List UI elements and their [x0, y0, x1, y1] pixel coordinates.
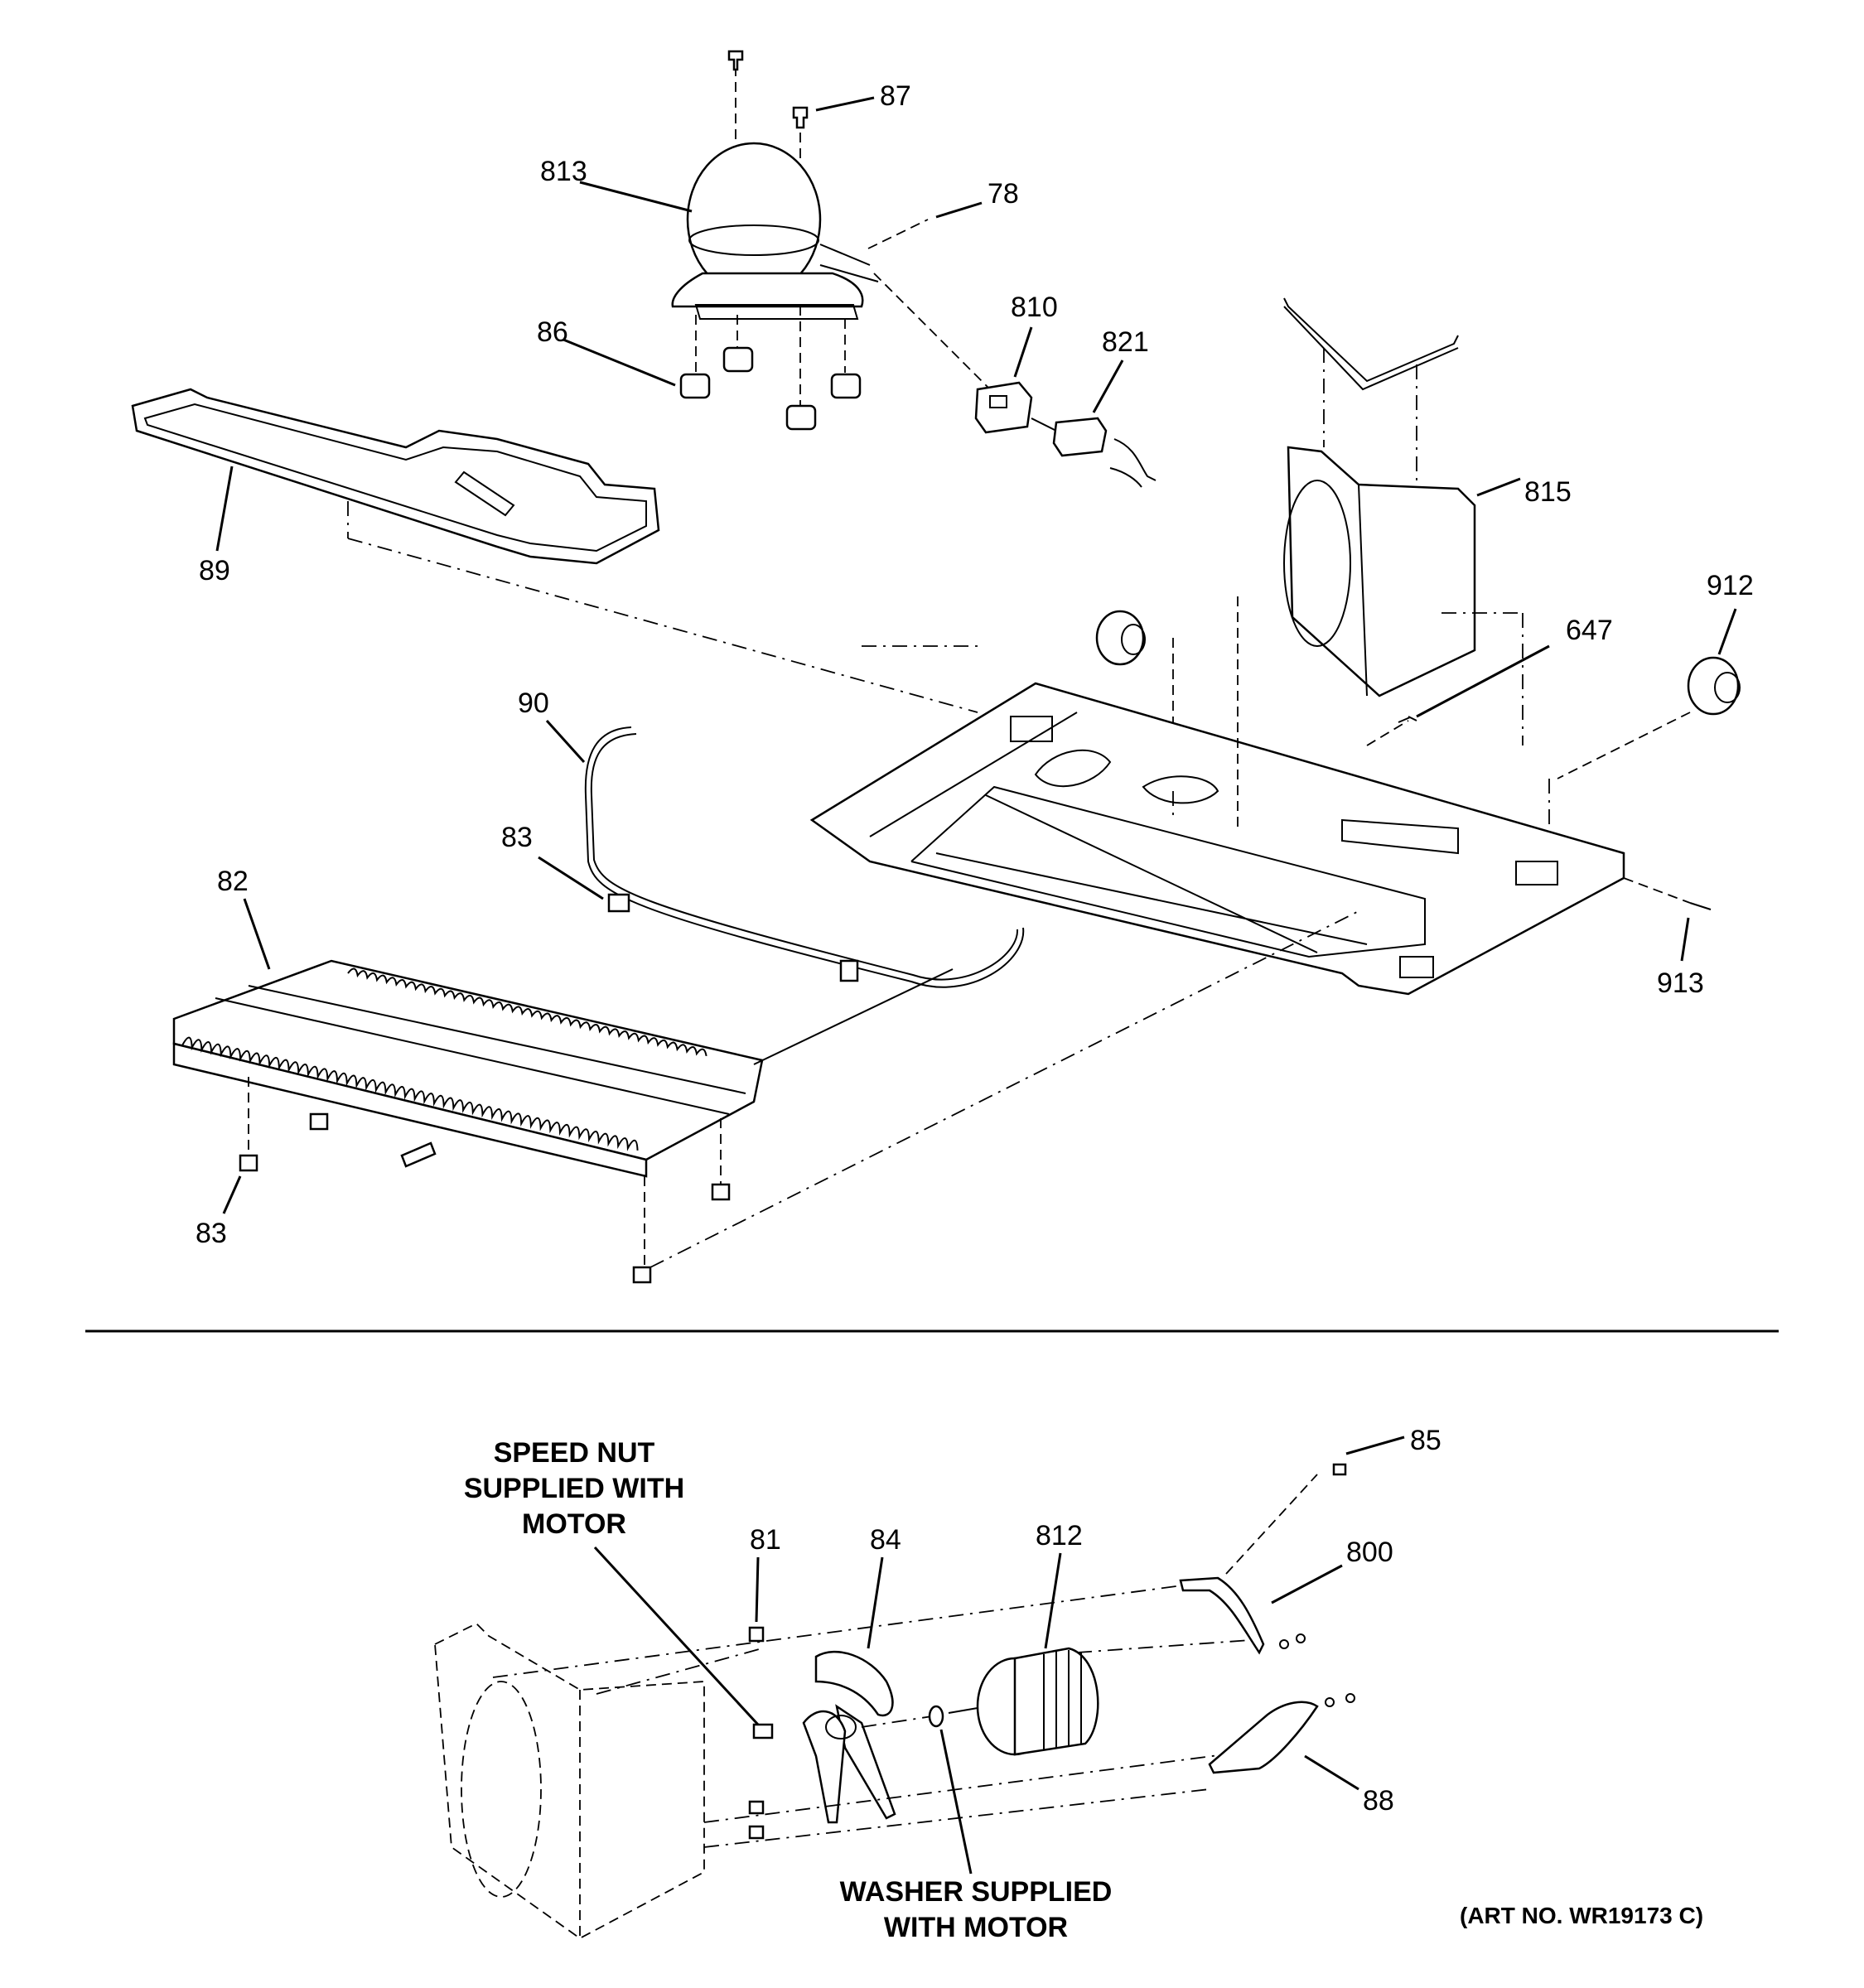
label-89: 89	[199, 555, 230, 586]
note-washer-line-2: WITH MOTOR	[884, 1912, 1068, 1943]
label-815: 815	[1524, 476, 1572, 508]
label-82: 82	[217, 866, 249, 897]
washer	[928, 1705, 944, 1728]
compressor	[671, 50, 991, 414]
label-87: 87	[880, 80, 911, 112]
part-labels-upper: 87 813 78 810 821 86 815 89 912 647 90 8…	[196, 80, 1754, 1249]
label-78: 78	[988, 178, 1019, 210]
label-813: 813	[540, 156, 587, 187]
evaporator	[172, 910, 1359, 1284]
speed-nut-parts	[703, 1626, 1277, 1848]
drain-pan	[131, 388, 978, 713]
label-800: 800	[1346, 1537, 1393, 1568]
motor-bracket-800	[1179, 1463, 1347, 1655]
label-913: 913	[1657, 967, 1704, 999]
label-83-lower: 83	[196, 1218, 227, 1249]
fan-shroud	[1283, 297, 1524, 746]
fan-motor	[948, 1639, 1252, 1756]
note-washer-line-1: WASHER SUPPLIED	[840, 1876, 1113, 1908]
label-88: 88	[1363, 1785, 1394, 1817]
part-labels-lower: 85 800 81 84 812 88	[750, 1425, 1441, 1817]
leader-lines-lower	[593, 1436, 1405, 1875]
label-810: 810	[1011, 292, 1058, 323]
leader-lines-upper	[215, 96, 1737, 1214]
label-90: 90	[518, 688, 549, 719]
label-81: 81	[750, 1524, 781, 1556]
screw-913	[1623, 877, 1712, 910]
motor-bracket-88	[1208, 1693, 1355, 1774]
label-85: 85	[1410, 1425, 1441, 1456]
note-speed-nut-line-1: SPEED NUT	[494, 1437, 655, 1469]
motor-covers	[1095, 610, 1741, 849]
note-speed-nut-line-2: SUPPLIED WITH	[464, 1473, 684, 1504]
label-647: 647	[1566, 615, 1613, 646]
defrost-heater	[584, 726, 1025, 988]
fan-shroud-lower	[434, 1585, 1177, 1940]
fan-blade	[802, 1650, 933, 1824]
relay-and-overload	[974, 381, 1157, 488]
label-812: 812	[1036, 1520, 1083, 1551]
note-washer: WASHER SUPPLIED WITH MOTOR	[840, 1876, 1113, 1943]
grommets	[679, 315, 862, 431]
label-912: 912	[1707, 570, 1754, 601]
base-plate	[809, 596, 1625, 996]
label-821: 821	[1102, 326, 1149, 358]
label-84: 84	[870, 1524, 901, 1556]
note-speed-nut: SPEED NUT SUPPLIED WITH MOTOR	[464, 1437, 684, 1540]
note-speed-nut-line-3: MOTOR	[522, 1508, 626, 1540]
label-83-upper: 83	[501, 822, 533, 853]
label-86: 86	[537, 316, 568, 348]
screw-647	[1366, 717, 1411, 746]
art-number: (ART NO. WR19173 C)	[1460, 1903, 1703, 1928]
